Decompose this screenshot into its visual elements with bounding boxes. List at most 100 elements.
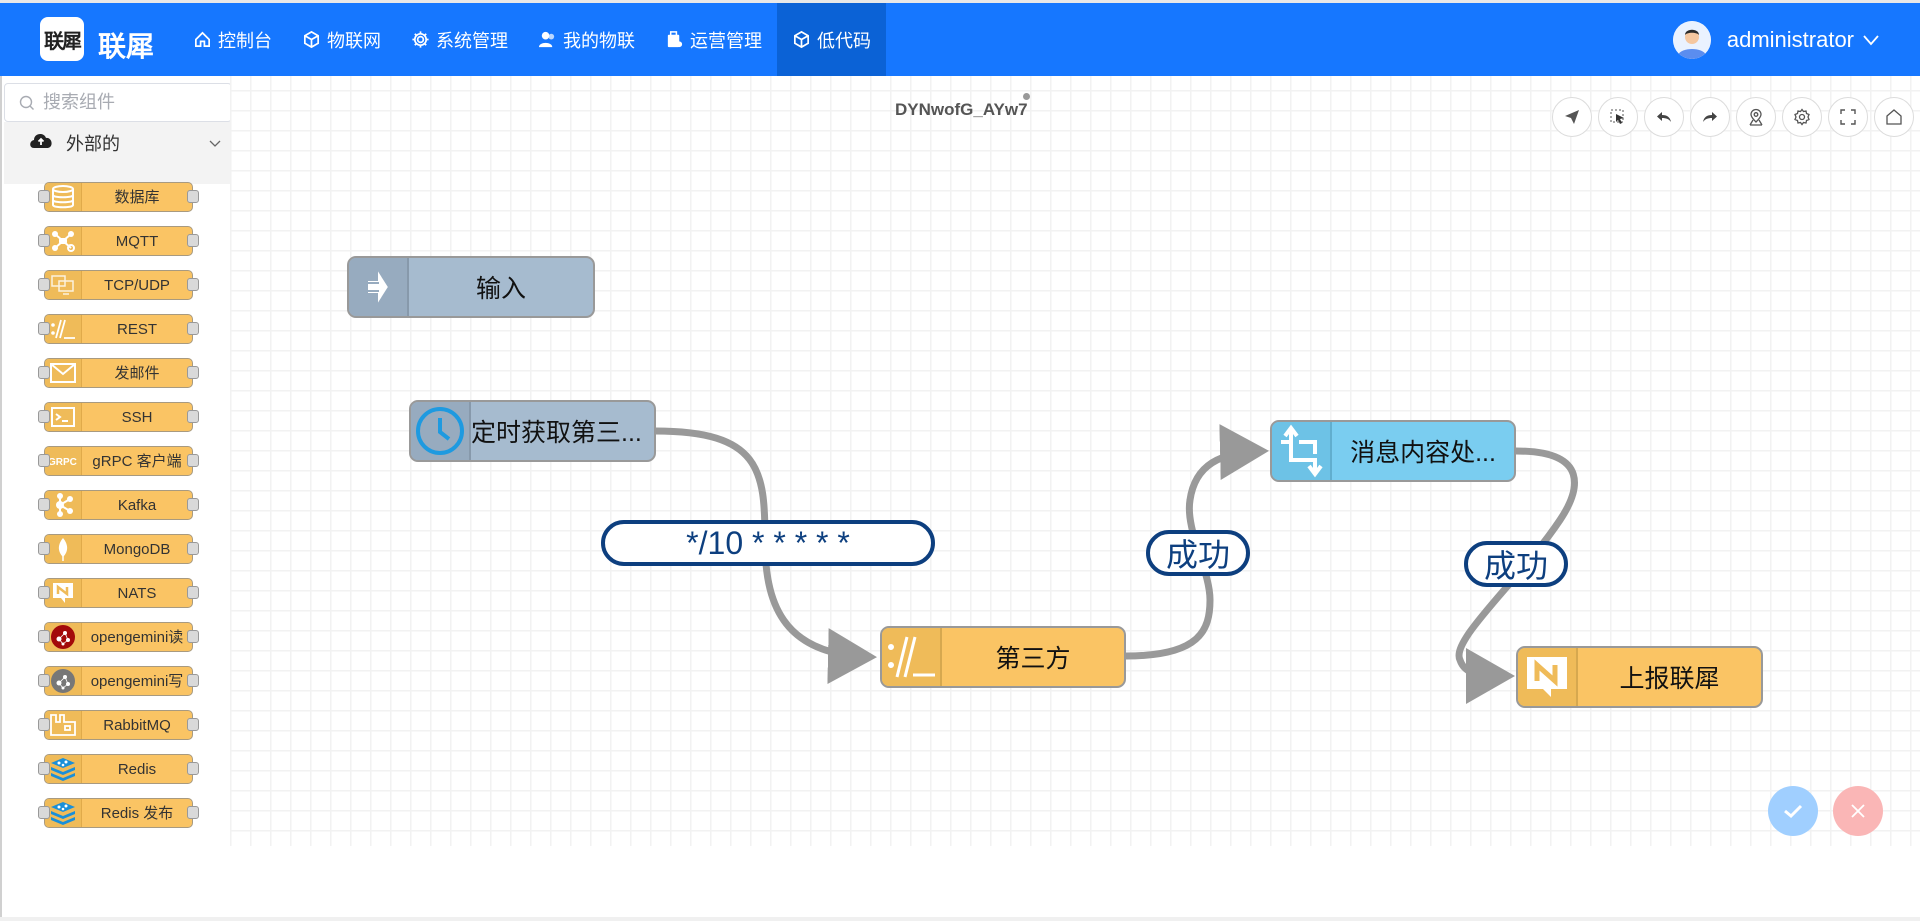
input-port[interactable] <box>38 190 50 203</box>
search-input[interactable] <box>43 92 223 113</box>
output-port[interactable] <box>187 498 199 511</box>
monitors-icon <box>45 271 82 299</box>
palette-node-body: SSH <box>44 402 193 432</box>
palette-item[interactable]: REST <box>38 314 199 344</box>
node-transform[interactable]: 消息内容处... <box>1270 420 1516 482</box>
palette-item[interactable]: Redis 发布 <box>38 798 199 828</box>
cancel-button[interactable] <box>1833 786 1883 836</box>
output-port[interactable] <box>187 718 199 731</box>
node-timer[interactable]: 定时获取第三... <box>409 400 656 462</box>
logo[interactable]: 联犀 <box>40 17 84 61</box>
input-port[interactable] <box>38 498 50 511</box>
nav-item-my-iot[interactable]: 我的物联 <box>523 3 650 76</box>
output-port[interactable] <box>187 190 199 203</box>
redo-button[interactable] <box>1690 97 1730 137</box>
undo-icon <box>1657 112 1671 122</box>
palette-item[interactable]: Redis <box>38 754 199 784</box>
palette-item[interactable]: GRPC gRPC 客户端 <box>38 446 199 476</box>
fullscreen-icon <box>1840 109 1856 125</box>
palette-item-label: MQTT <box>115 233 159 250</box>
palette-item-label: gRPC 客户端 <box>92 453 182 470</box>
confirm-button[interactable] <box>1768 786 1818 836</box>
input-port[interactable] <box>38 586 50 599</box>
wire-label-cron[interactable]: */10 * * * * * <box>601 520 935 566</box>
palette-item[interactable]: Kafka <box>38 490 199 520</box>
nav-label: 运营管理 <box>690 30 762 51</box>
palette-item[interactable]: NATS <box>38 578 199 608</box>
output-port[interactable] <box>187 366 199 379</box>
nav-item-operations[interactable]: 运营管理 <box>650 3 777 76</box>
input-port[interactable] <box>38 278 50 291</box>
palette-item[interactable]: RabbitMQ <box>38 710 199 740</box>
node-input[interactable]: 输入 <box>347 256 595 318</box>
node-rest[interactable]: 第三方 <box>880 626 1126 688</box>
palette-item[interactable]: TCP/UDP <box>38 270 199 300</box>
palette-item[interactable]: opengemini读 <box>38 622 199 652</box>
settings-button[interactable] <box>1782 97 1822 137</box>
user-menu[interactable]: administrator <box>1672 3 1880 76</box>
redis-icon <box>45 799 82 827</box>
input-port[interactable] <box>38 630 50 643</box>
mqtt-icon <box>45 227 82 255</box>
output-port[interactable] <box>187 630 199 643</box>
logo-text: 联犀 <box>44 30 82 53</box>
node-label: 输入 <box>475 275 526 303</box>
check-icon <box>1784 804 1803 819</box>
top-strip <box>0 0 1920 3</box>
output-port[interactable] <box>187 322 199 335</box>
wire-label-success-2[interactable]: 成功 <box>1464 541 1568 587</box>
category-external[interactable]: 外部的 <box>4 122 232 184</box>
input-port[interactable] <box>38 718 50 731</box>
input-port[interactable] <box>38 322 50 335</box>
input-port[interactable] <box>38 762 50 775</box>
deploy-button[interactable] <box>1552 97 1592 137</box>
output-port[interactable] <box>187 278 199 291</box>
input-port[interactable] <box>38 366 50 379</box>
output-port[interactable] <box>187 806 199 819</box>
fullscreen-button[interactable] <box>1828 97 1868 137</box>
username: administrator <box>1726 26 1854 52</box>
grpc-icon: GRPC <box>45 447 82 475</box>
output-port[interactable] <box>187 454 199 467</box>
node-label: 上报联犀 <box>1619 665 1720 693</box>
output-port[interactable] <box>187 762 199 775</box>
locate-icon <box>1749 108 1763 126</box>
palette-item[interactable]: SSH <box>38 402 199 432</box>
output-port[interactable] <box>187 586 199 599</box>
input-port[interactable] <box>38 674 50 687</box>
home-button[interactable] <box>1874 97 1914 137</box>
palette-item[interactable]: MQTT <box>38 226 199 256</box>
output-port[interactable] <box>187 674 199 687</box>
input-port[interactable] <box>38 234 50 247</box>
input-port[interactable] <box>38 542 50 555</box>
nav-label: 系统管理 <box>436 30 508 51</box>
search-box[interactable] <box>4 83 232 122</box>
input-port[interactable] <box>38 806 50 819</box>
node-report[interactable]: 上报联犀 <box>1516 646 1763 708</box>
undo-button[interactable] <box>1644 97 1684 137</box>
input-port[interactable] <box>38 454 50 467</box>
palette-node-body: MongoDB <box>44 534 193 564</box>
kafka-icon <box>45 491 82 519</box>
palette-item[interactable]: MongoDB <box>38 534 199 564</box>
nats-icon <box>45 579 82 607</box>
output-port[interactable] <box>187 542 199 555</box>
output-port[interactable] <box>187 234 199 247</box>
wire-label-success-1[interactable]: 成功 <box>1146 530 1250 576</box>
nav-item-console[interactable]: 控制台 <box>178 3 287 76</box>
output-port[interactable] <box>187 410 199 423</box>
gear-icon <box>412 31 429 48</box>
nav-item-iot[interactable]: 物联网 <box>287 3 396 76</box>
palette-node-body: NATS <box>44 578 193 608</box>
nav-item-system[interactable]: 系统管理 <box>396 3 523 76</box>
nav-item-lowcode[interactable]: 低代码 <box>777 3 886 76</box>
select-button[interactable] <box>1598 97 1638 137</box>
palette-item[interactable]: 数据库 <box>38 182 199 212</box>
cube-icon <box>303 30 320 49</box>
locate-button[interactable] <box>1736 97 1776 137</box>
flow-canvas[interactable] <box>230 76 1920 846</box>
input-port[interactable] <box>38 410 50 423</box>
palette-item[interactable]: opengemini写 <box>38 666 199 696</box>
palette-item[interactable]: 发邮件 <box>38 358 199 388</box>
category-label: 外部的 <box>66 134 120 154</box>
